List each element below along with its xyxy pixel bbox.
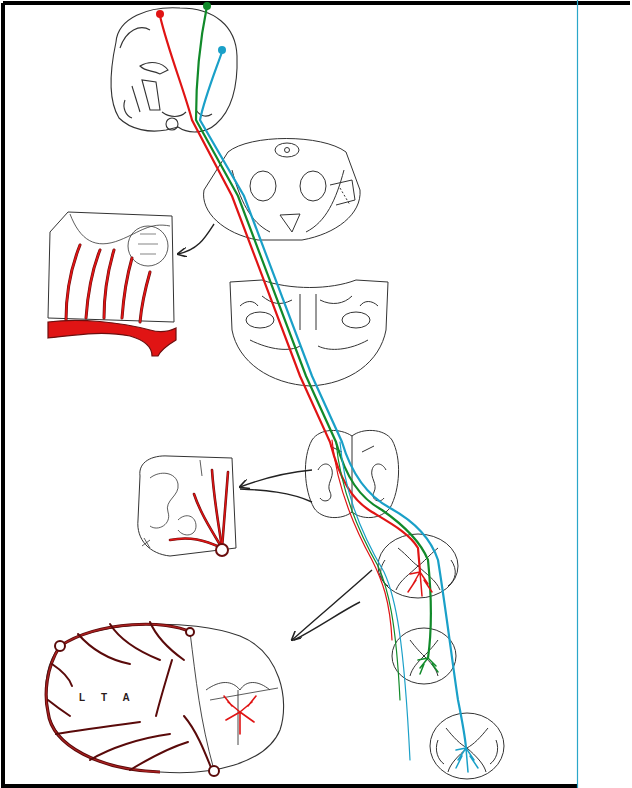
region-letter: T: [100, 692, 108, 703]
tract-terminals: [408, 572, 478, 772]
pointer-arrow: [240, 470, 312, 487]
pointer-arrow: [178, 224, 214, 254]
spinal-cord-artery-section: [46, 622, 284, 776]
thoracic-cord-section: [392, 628, 456, 684]
midbrain-artery-inset: [48, 212, 176, 356]
brain-section: [111, 8, 237, 132]
region-letter: A: [121, 692, 130, 703]
lumbar-cord-section: [430, 713, 504, 779]
page-frame: [3, 0, 630, 788]
midbrain-section: [204, 139, 361, 241]
pointer-arrow: [294, 602, 360, 640]
pointer-arrow: [240, 489, 312, 502]
pointer-arrow: [292, 570, 372, 640]
medulla-artery-inset: [138, 456, 236, 556]
region-letter: L: [78, 692, 86, 703]
